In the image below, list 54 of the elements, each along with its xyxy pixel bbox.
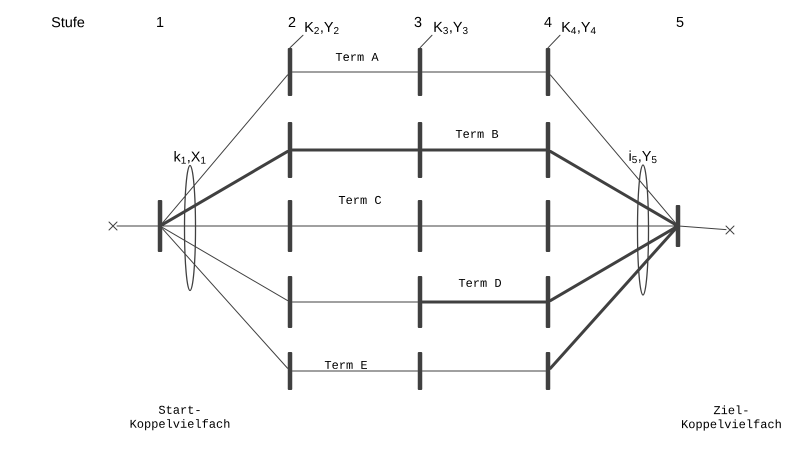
connection-line bbox=[548, 150, 678, 226]
node-label: k$_{1}$,X$_{1}$ bbox=[174, 151, 206, 164]
switch-bar bbox=[546, 200, 550, 252]
switch-bar bbox=[288, 48, 292, 96]
switch-bar bbox=[418, 200, 422, 252]
leader-line bbox=[420, 34, 432, 48]
connection-line bbox=[548, 226, 678, 302]
edge-label: Term D bbox=[457, 278, 503, 288]
node-label: i$_{5}$,Y$_{5}$ bbox=[629, 150, 657, 164]
edge-label: Term A bbox=[334, 52, 380, 62]
edge-label: Term B bbox=[454, 128, 500, 139]
stage-label: 4 bbox=[544, 17, 552, 27]
leader-line bbox=[548, 34, 560, 48]
connection-line bbox=[420, 300, 548, 304]
switch-bar bbox=[288, 276, 292, 328]
connection-line bbox=[548, 227, 678, 370]
cross-mark bbox=[108, 222, 118, 230]
connection-line bbox=[160, 150, 290, 226]
switch-bar bbox=[546, 48, 550, 96]
connection-line bbox=[420, 148, 548, 152]
switch-bar bbox=[158, 200, 162, 252]
connection-line bbox=[422, 370, 546, 372]
switch-bar bbox=[418, 276, 422, 328]
switch-bar bbox=[546, 276, 550, 328]
cross-mark bbox=[726, 226, 734, 234]
stage-label: 5 bbox=[676, 16, 684, 28]
switch-bar bbox=[676, 205, 680, 247]
switch-label: K$_{3}$,Y$_{3}$ bbox=[434, 22, 468, 34]
switch-bar bbox=[288, 122, 292, 178]
stage-label: Stufe bbox=[52, 16, 84, 28]
connection-line bbox=[550, 74, 676, 224]
switch-bar bbox=[288, 352, 292, 390]
switch-label: K$_{2}$,Y$_{2}$ bbox=[305, 22, 339, 34]
caption-text: Start- Koppelvielfach bbox=[130, 406, 230, 430]
connection-line bbox=[162, 74, 288, 224]
switch-bar bbox=[546, 352, 550, 390]
connection-line bbox=[162, 228, 288, 369]
connection-line bbox=[290, 148, 420, 152]
switch-bar bbox=[418, 48, 422, 96]
edge-label: Term C bbox=[337, 194, 383, 206]
connection-line bbox=[680, 226, 726, 230]
stage-label: 3 bbox=[414, 16, 422, 28]
connection-line bbox=[292, 370, 418, 372]
stage-label: 2 bbox=[288, 16, 296, 28]
switch-bar bbox=[288, 200, 292, 252]
switch-bar bbox=[418, 352, 422, 390]
edge-label: Term E bbox=[323, 360, 369, 370]
caption-text: Ziel- Koppelvielfach bbox=[682, 405, 781, 431]
connection-line bbox=[162, 226, 288, 302]
switch-label: K$_{4}$,Y$_{4}$ bbox=[562, 22, 596, 34]
leader-line bbox=[290, 34, 304, 48]
switch-bar bbox=[418, 122, 422, 178]
switch-bar bbox=[546, 122, 550, 178]
stage-label: 1 bbox=[157, 17, 164, 27]
